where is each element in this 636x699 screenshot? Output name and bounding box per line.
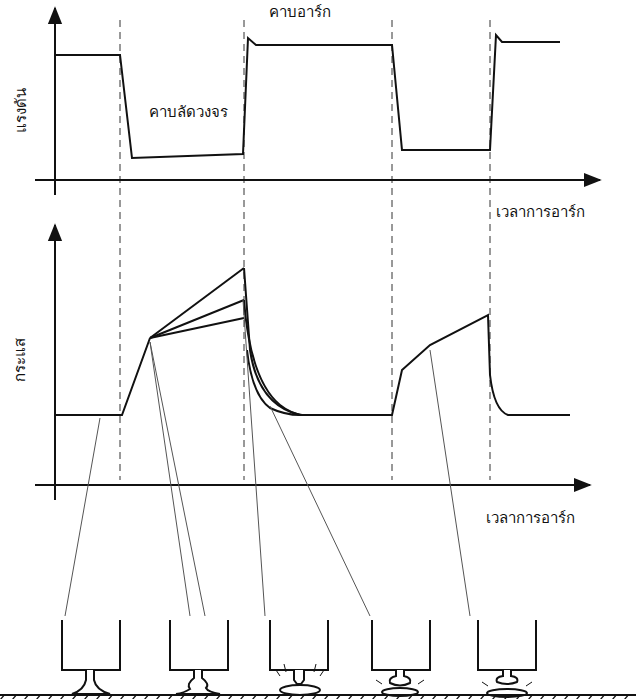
axis-label: เวลาการอาร์ก xyxy=(494,203,587,221)
current-axes xyxy=(35,225,590,500)
axis-label: กระแส xyxy=(11,336,29,384)
period-label: คาบอาร์ก xyxy=(267,3,333,21)
workpiece-hatching xyxy=(0,695,636,699)
voltage-axes xyxy=(35,8,600,195)
axis-label: เวลาการอาร์ก xyxy=(484,509,577,527)
voltage-curve xyxy=(55,35,560,158)
workpiece-surface xyxy=(0,694,636,696)
period-divider xyxy=(120,20,490,480)
contact-tube xyxy=(62,620,536,670)
current-curve xyxy=(55,268,570,415)
electrode-wire xyxy=(72,670,527,697)
axis-label: แรงดัน xyxy=(11,86,29,135)
leader-line xyxy=(65,300,470,616)
period-label: คาบลัดวงจร xyxy=(147,103,230,121)
arc-mark xyxy=(276,664,532,686)
